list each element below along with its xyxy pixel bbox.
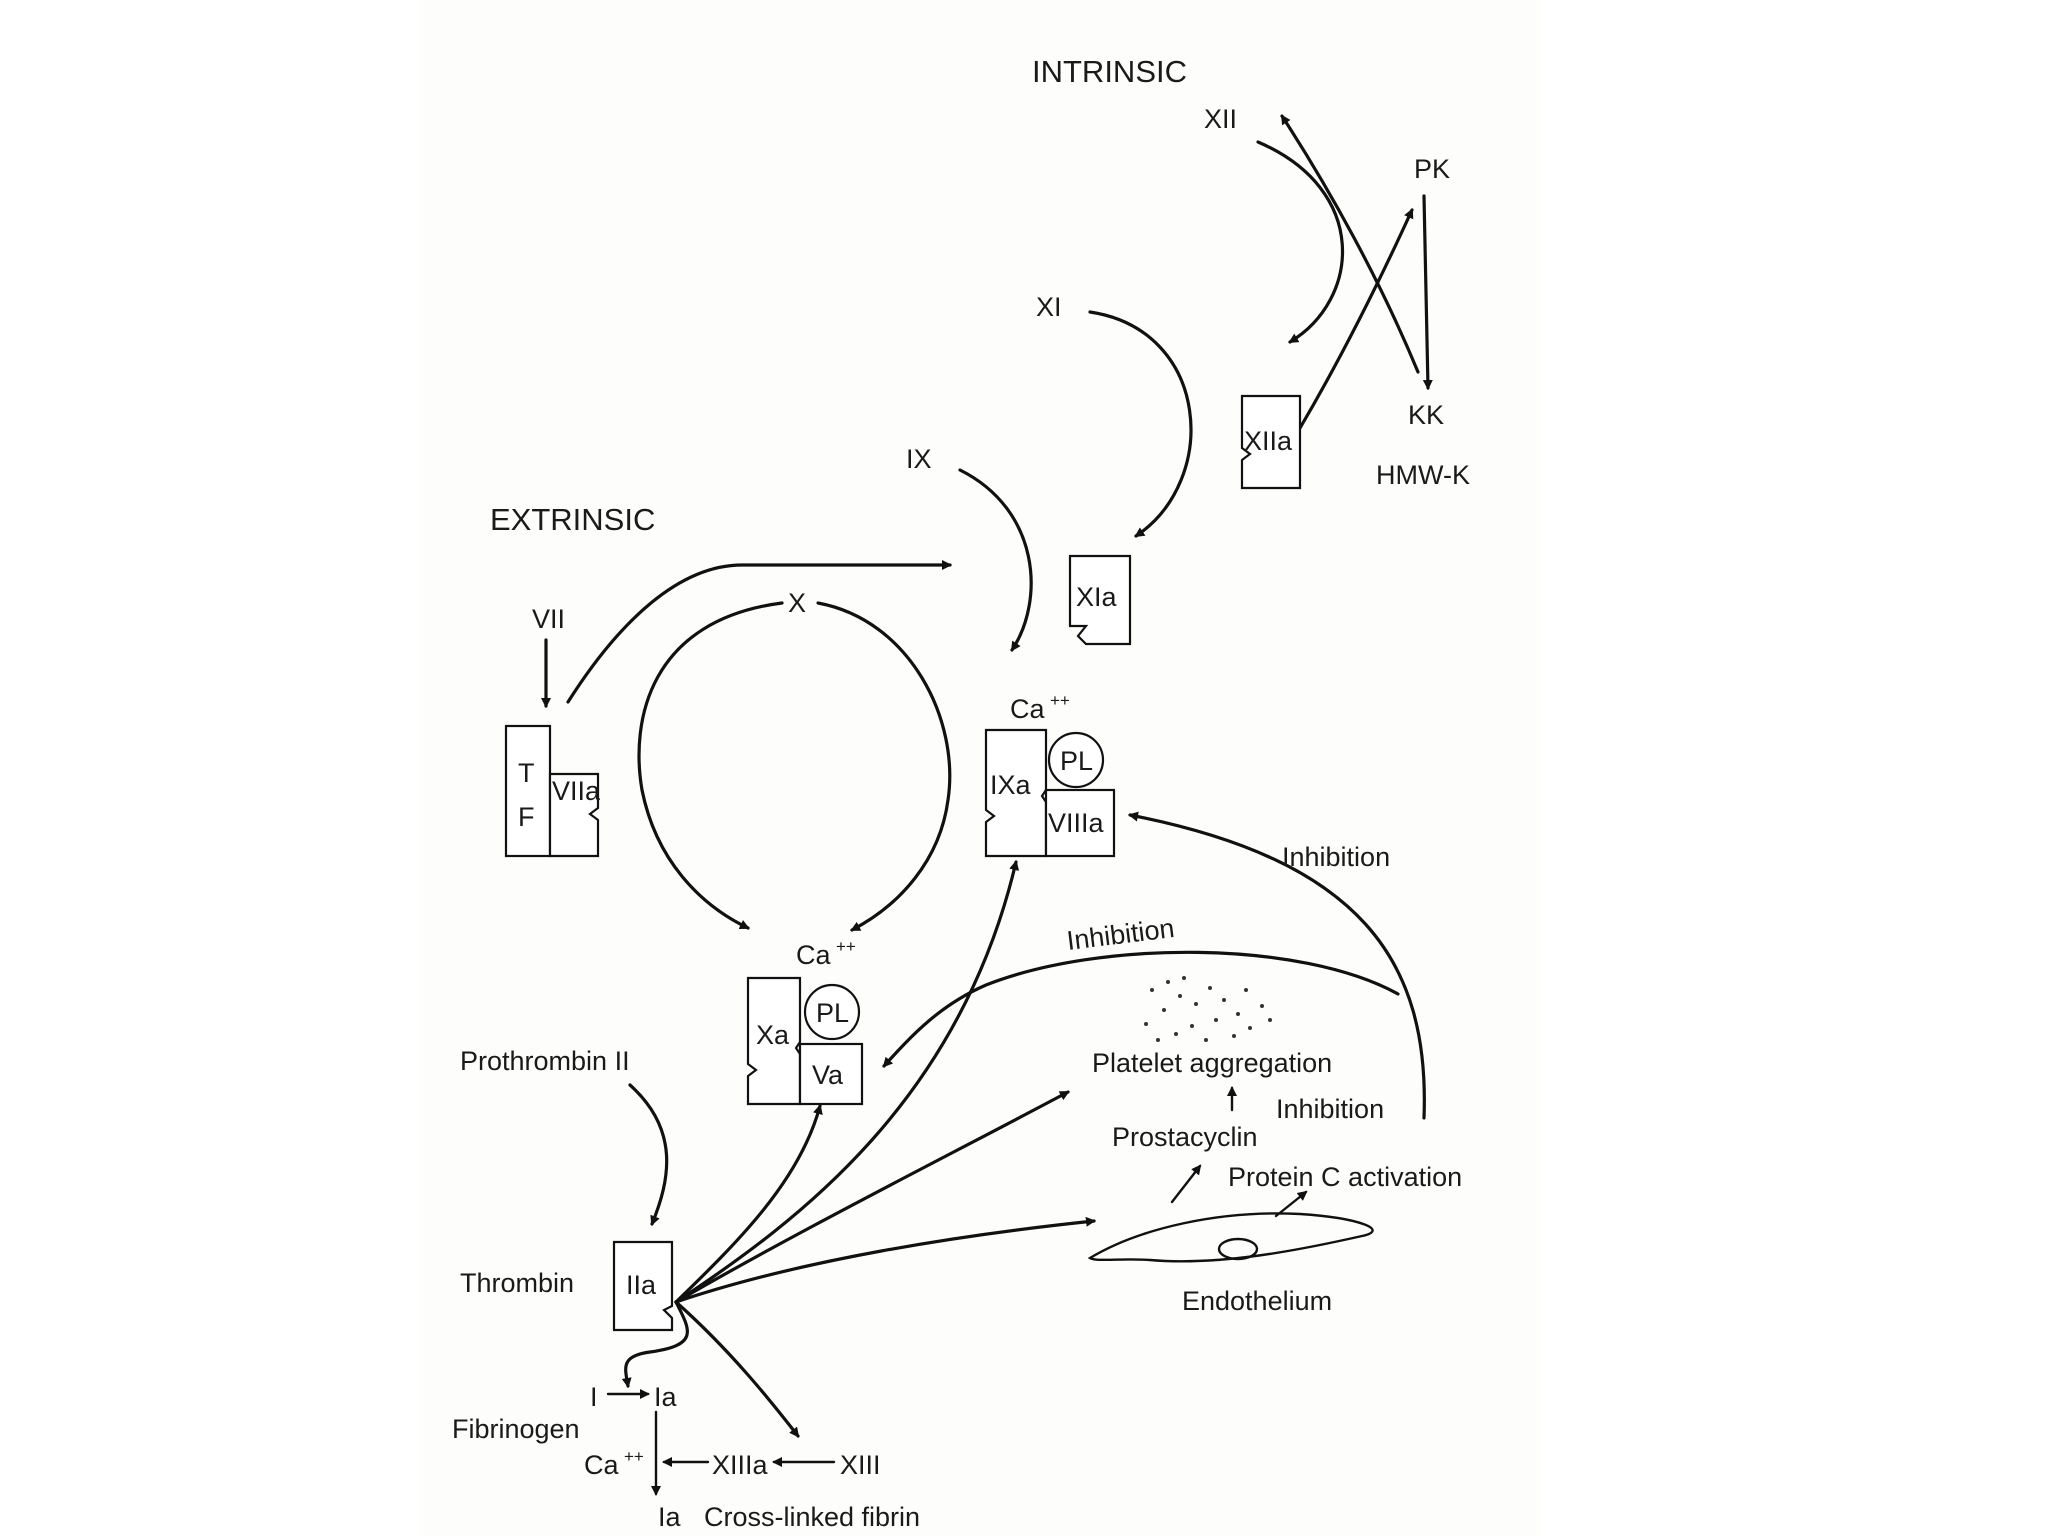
arrow-thrombin-to-va bbox=[674, 1104, 823, 1304]
label-pl-ix: PL bbox=[1060, 746, 1093, 776]
arrow-pk-to-kk bbox=[1422, 194, 1433, 390]
label-iia: IIa bbox=[626, 1270, 657, 1300]
label-fib-ia: Ia bbox=[654, 1382, 678, 1412]
arrow-prothrombin-to-thrombin bbox=[628, 1083, 669, 1226]
labels: INTRINSIC XII PK XI XIIa KK HMW-K IX EXT… bbox=[452, 54, 1470, 1532]
label-fibrinogen: Fibrinogen bbox=[452, 1414, 580, 1444]
platelet-dots bbox=[1144, 976, 1272, 1042]
label-extrinsic: EXTRINSIC bbox=[490, 502, 655, 537]
arrow-endothelium-to-protein-c bbox=[1274, 1190, 1308, 1218]
complex-ixa-viiia bbox=[984, 728, 1116, 858]
label-platelet-aggregation: Platelet aggregation bbox=[1092, 1048, 1332, 1078]
label-hmwk: HMW-K bbox=[1376, 460, 1470, 490]
label-va: Va bbox=[812, 1060, 844, 1090]
complex-tf-viia bbox=[504, 724, 600, 858]
label-xiiia: XIIIa bbox=[712, 1450, 769, 1480]
label-ixa: IXa bbox=[990, 770, 1032, 800]
label-ix: IX bbox=[906, 444, 932, 474]
arrow-inhibition-to-va bbox=[882, 950, 1400, 1068]
complex-xa-va bbox=[746, 976, 864, 1106]
label-inhibition-3: Inhibition bbox=[1276, 1094, 1384, 1124]
arrow-x-right-to-xa bbox=[816, 601, 952, 932]
arrows bbox=[541, 114, 1433, 1496]
endothelial-cell bbox=[1087, 1212, 1374, 1263]
scanned-page-background bbox=[420, 0, 1540, 1536]
label-ca-ix: Ca bbox=[1010, 694, 1045, 724]
complex-thrombin-iia bbox=[612, 1240, 674, 1332]
label-xia: XIa bbox=[1076, 582, 1118, 612]
label-xiia: XIIa bbox=[1244, 426, 1293, 456]
arrow-inhibition-to-viiia bbox=[1128, 811, 1426, 1120]
arrow-xi-to-xia bbox=[1088, 310, 1193, 538]
arrow-thrombin-to-xiii bbox=[674, 1300, 800, 1438]
arrow-thrombin-to-fibrinogen bbox=[621, 1300, 689, 1388]
label-ca-x: Ca bbox=[796, 940, 831, 970]
label-ia-bottom: Ia bbox=[658, 1502, 682, 1532]
label-xa: Xa bbox=[756, 1020, 790, 1050]
label-xi: XI bbox=[1036, 292, 1062, 322]
label-thrombin: Thrombin bbox=[460, 1268, 574, 1298]
label-protein-c: Protein C activation bbox=[1228, 1162, 1462, 1192]
label-intrinsic: INTRINSIC bbox=[1032, 54, 1187, 89]
label-viia: VIIa bbox=[552, 776, 601, 806]
arrow-viia-to-intrinsic bbox=[566, 560, 952, 704]
label-fib-i: I bbox=[590, 1382, 598, 1412]
label-ca-ix-sup: ++ bbox=[1050, 691, 1070, 710]
arrow-ix-to-ixa bbox=[958, 468, 1033, 652]
label-ca-f: Ca bbox=[584, 1450, 619, 1480]
label-crosslinked-fibrin: Cross-linked fibrin bbox=[704, 1502, 920, 1532]
label-ca-f-sup: ++ bbox=[624, 1447, 644, 1466]
arrow-x-left-to-xa bbox=[637, 601, 784, 930]
label-inhibition-1: Inhibition bbox=[1282, 842, 1390, 872]
label-vii: VII bbox=[532, 604, 565, 634]
complex-xiia bbox=[1240, 394, 1302, 490]
label-ca-x-sup: ++ bbox=[836, 937, 856, 956]
arrow-thrombin-to-viiia bbox=[674, 860, 1020, 1304]
label-prostacyclin: Prostacyclin bbox=[1112, 1122, 1258, 1152]
label-prothrombin: Prothrombin II bbox=[460, 1046, 630, 1076]
label-kk: KK bbox=[1408, 400, 1444, 430]
label-viiia: VIIIa bbox=[1048, 808, 1105, 838]
label-pl-x: PL bbox=[816, 998, 849, 1028]
label-x: X bbox=[788, 588, 806, 618]
complex-xia bbox=[1068, 554, 1132, 646]
label-tf-f: F bbox=[518, 802, 535, 832]
label-pk: PK bbox=[1414, 154, 1450, 184]
arrow-kk-to-xii bbox=[1280, 114, 1420, 374]
label-xii: XII bbox=[1204, 104, 1237, 134]
label-tf-t: T bbox=[518, 758, 535, 788]
arrow-thrombin-to-endothelium bbox=[674, 1216, 1096, 1304]
arrow-xii-to-xiia bbox=[1256, 140, 1344, 344]
label-xiii: XIII bbox=[840, 1450, 881, 1480]
label-endothelium: Endothelium bbox=[1182, 1286, 1332, 1316]
arrow-thrombin-to-platelet bbox=[674, 1090, 1070, 1304]
arrow-xiia-to-pk bbox=[1298, 208, 1414, 430]
label-inhibition-2: Inhibition bbox=[1065, 913, 1176, 956]
arrow-endothelium-to-prostacyclin bbox=[1170, 1164, 1202, 1204]
